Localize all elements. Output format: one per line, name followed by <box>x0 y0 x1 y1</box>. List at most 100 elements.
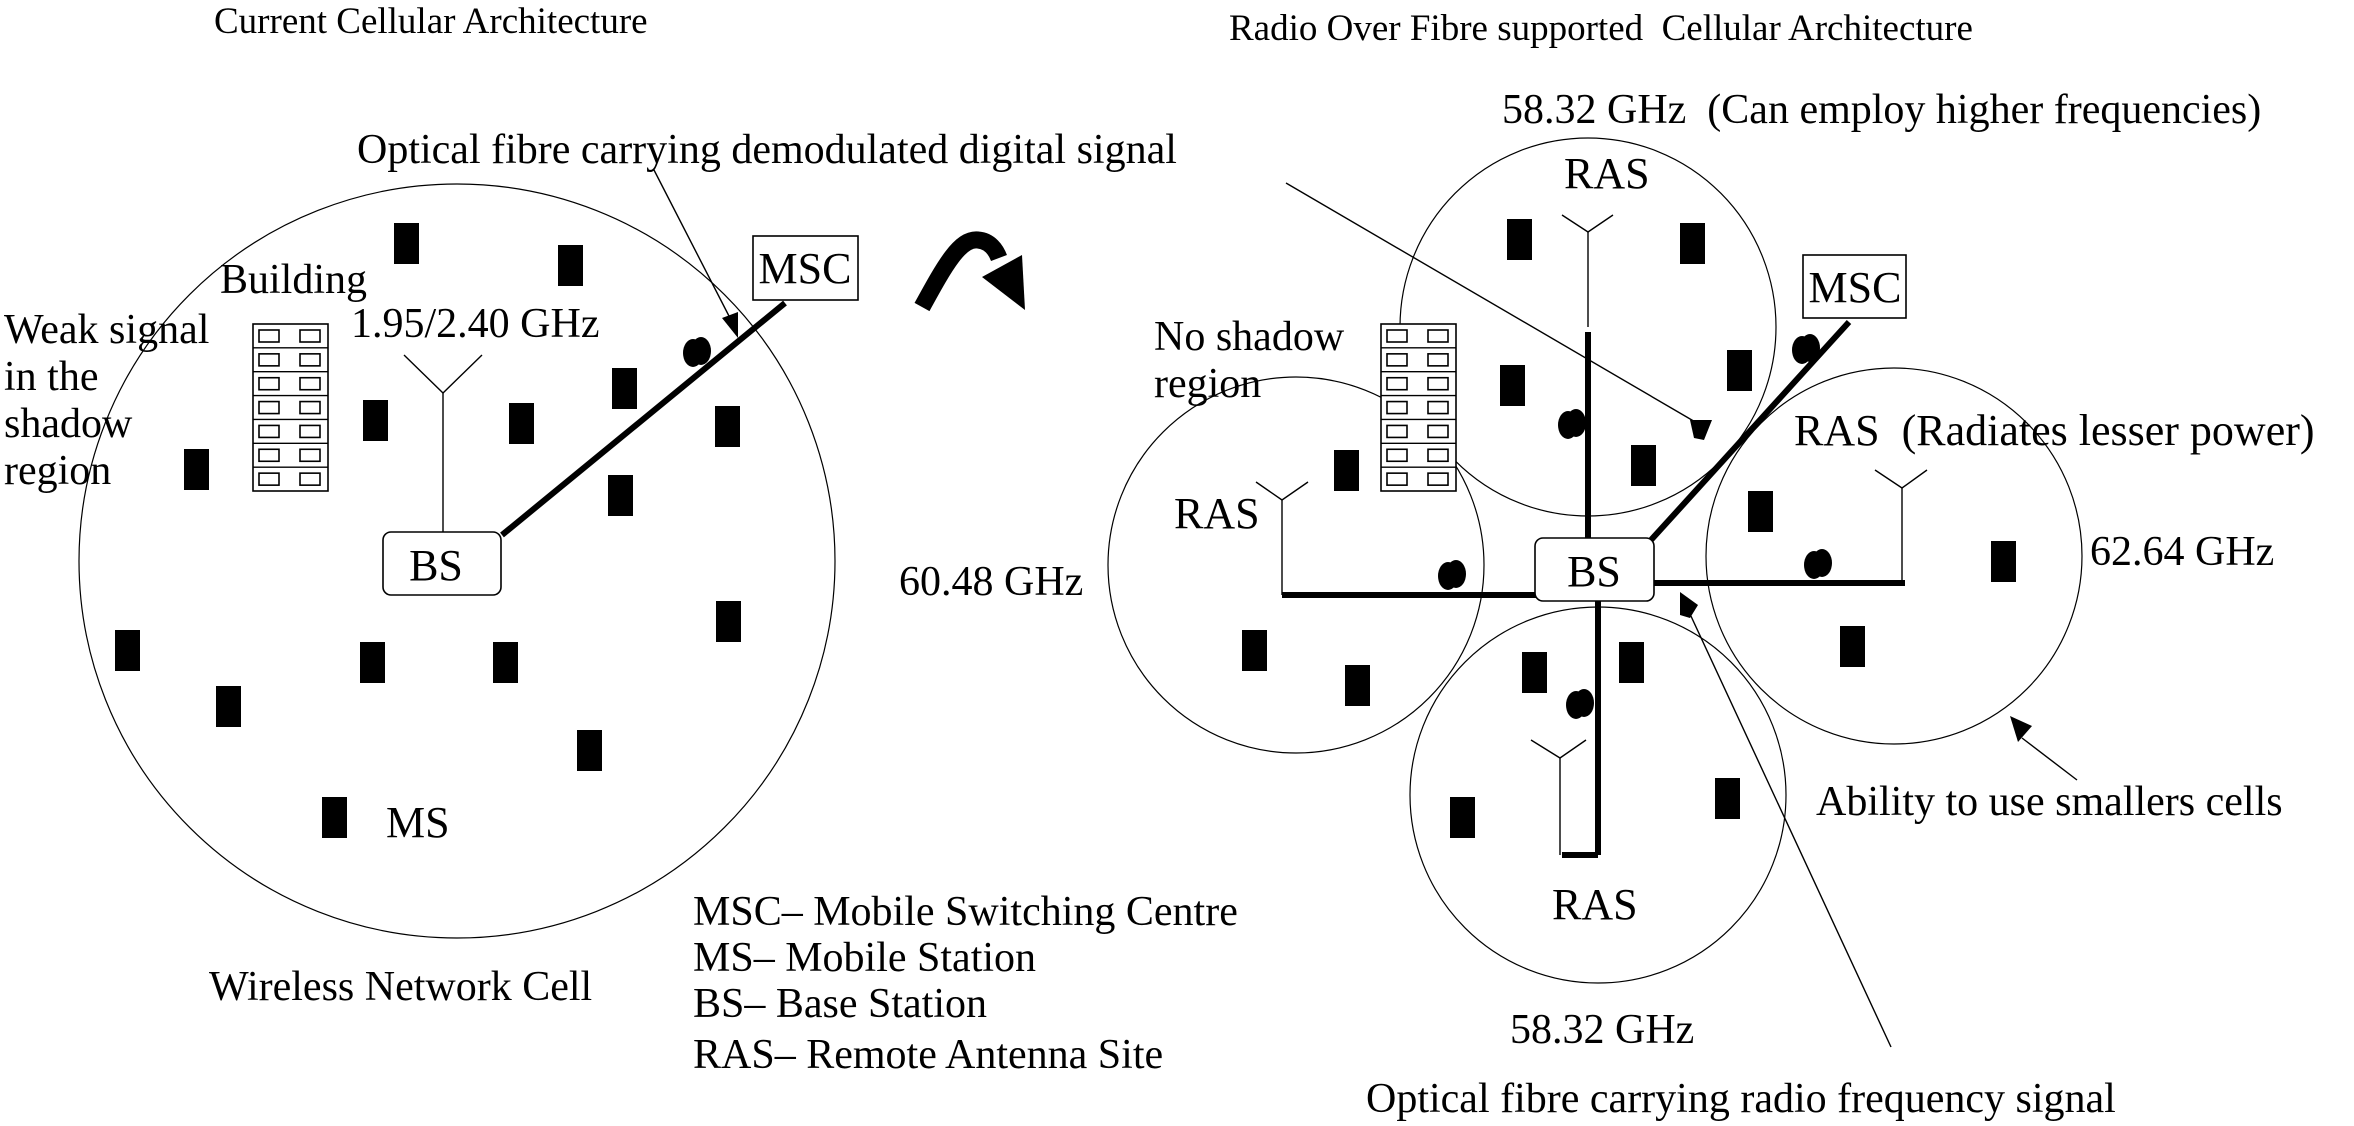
mobile-station-icon <box>1727 329 1752 391</box>
bs-label: BS <box>1567 547 1621 596</box>
legend-item: MSC– Mobile Switching Centre <box>693 889 1238 935</box>
bs-node[interactable]: BS <box>1534 537 1655 602</box>
building-window <box>299 448 321 463</box>
building-window <box>1427 353 1449 367</box>
building-window <box>1386 353 1408 367</box>
mobile-station-icon <box>577 709 602 771</box>
ms-label: MS <box>386 798 450 847</box>
legend-item: MS– Mobile Station <box>693 935 1036 981</box>
mobile-station-icon <box>558 224 583 286</box>
building-icon <box>1380 323 1457 492</box>
frequency-bottom: 58.32 GHz <box>1510 1007 1694 1053</box>
mobile-station-icon <box>115 609 140 671</box>
ras-cell-left <box>1107 376 1485 754</box>
mobile-station-icon <box>322 776 347 838</box>
msc-label: MSC <box>759 244 852 293</box>
weak-signal-line: region <box>4 448 111 494</box>
building-window <box>299 353 321 367</box>
fibre-label-pointer <box>1285 182 1698 424</box>
rf-fibre-label-pointer <box>1689 613 1892 1048</box>
ras-label-top: RAS <box>1564 149 1650 198</box>
msc-node[interactable]: MSC <box>1802 254 1907 319</box>
fibre-coil-icon <box>1438 560 1466 590</box>
mobile-station-icon <box>608 454 633 516</box>
ras-antenna-icon <box>1561 214 1614 327</box>
wireless-network-cell <box>78 183 836 939</box>
mobile-station-icon <box>1748 470 1773 532</box>
building-icon <box>252 323 329 492</box>
frequency-right: 62.64 GHz <box>2090 529 2274 575</box>
building-window <box>1427 400 1449 415</box>
building-label: Building <box>220 257 367 303</box>
msc-node[interactable]: MSC <box>752 235 859 301</box>
frequency-left: 60.48 GHz <box>899 559 1083 605</box>
building-window <box>299 376 321 391</box>
ras-antenna-icon <box>1874 469 1928 583</box>
building-window <box>258 376 280 391</box>
cell-caption: Wireless Network Cell <box>209 964 592 1010</box>
building-window <box>258 400 280 415</box>
mobile-station-icon <box>1500 344 1525 406</box>
building-window <box>299 400 321 415</box>
building-window <box>1427 448 1449 463</box>
building-window <box>1386 424 1408 439</box>
building-window <box>1427 376 1449 391</box>
mobile-station-icon <box>1242 609 1267 671</box>
ras-antenna-icon <box>1255 481 1309 595</box>
building-window <box>1386 472 1408 486</box>
top-cell-frequency-note: 58.32 GHz (Can employ higher frequencies… <box>1502 87 2261 133</box>
mobile-station-icon <box>1631 424 1656 486</box>
mobile-station-icon <box>1619 621 1644 683</box>
left-panel-title: Current Cellular Architecture <box>214 1 648 42</box>
arrowhead-icon <box>1690 420 1712 440</box>
msc-label: MSC <box>1809 263 1902 312</box>
building-window <box>1386 448 1408 463</box>
fibre-coil-icon <box>1566 689 1594 719</box>
mobile-station-icon <box>612 347 637 409</box>
mobile-station-icon <box>1840 605 1865 667</box>
weak-signal-line: shadow <box>4 401 133 447</box>
fibre-label-pointer <box>653 169 731 319</box>
left-panel: Current Cellular Architecture Optical fi… <box>4 1 1177 1010</box>
building-window <box>1386 329 1408 343</box>
mobile-station-icon <box>1334 429 1359 491</box>
legend: MSC– Mobile Switching Centre MS– Mobile … <box>693 889 1238 1078</box>
bs-node[interactable]: BS <box>382 531 502 596</box>
smaller-cells-note: Ability to use smallers cells <box>1816 779 2283 825</box>
ras-cell-right <box>1705 367 2083 745</box>
ras-label-right: RAS (Radiates lesser power) <box>1794 406 2315 455</box>
demodulated-fibre-link <box>500 300 787 538</box>
mobile-station-icon <box>1507 198 1532 260</box>
arrowhead-icon <box>722 312 738 338</box>
mobile-station-icon <box>394 202 419 264</box>
building-window <box>258 353 280 367</box>
legend-item: BS– Base Station <box>693 981 987 1027</box>
demodulated-fibre-label: Optical fibre carrying demodulated digit… <box>357 127 1177 173</box>
mobile-station-icon <box>216 665 241 727</box>
building-window <box>1386 376 1408 391</box>
no-shadow-line: No shadow <box>1154 314 1345 360</box>
mobile-stations <box>115 202 741 838</box>
building-window <box>258 472 280 486</box>
mobile-station-icon <box>360 621 385 683</box>
mobile-station-icon <box>1991 520 2016 582</box>
building-window <box>1427 329 1449 343</box>
mobile-station-icon <box>715 385 740 447</box>
fibre-coil-icon <box>1804 549 1832 579</box>
building-window <box>1427 424 1449 439</box>
building-window <box>299 424 321 439</box>
fibre-coil-icon <box>683 337 711 367</box>
building-window <box>1386 400 1408 415</box>
legend-item: RAS– Remote Antenna Site <box>693 1032 1163 1078</box>
arrowhead-icon <box>2010 716 2032 742</box>
rf-fibre-label: Optical fibre carrying radio frequency s… <box>1366 1076 2116 1122</box>
weak-signal-label: Weak signal in the shadow region <box>4 307 209 494</box>
building-window <box>299 329 321 343</box>
mobile-station-icon <box>1345 644 1370 706</box>
ras-label-bottom: RAS <box>1552 880 1638 929</box>
mobile-station-icon <box>363 379 388 441</box>
curved-arrow-icon <box>914 231 1025 312</box>
mobile-station-icon <box>509 382 534 444</box>
building-window <box>258 424 280 439</box>
